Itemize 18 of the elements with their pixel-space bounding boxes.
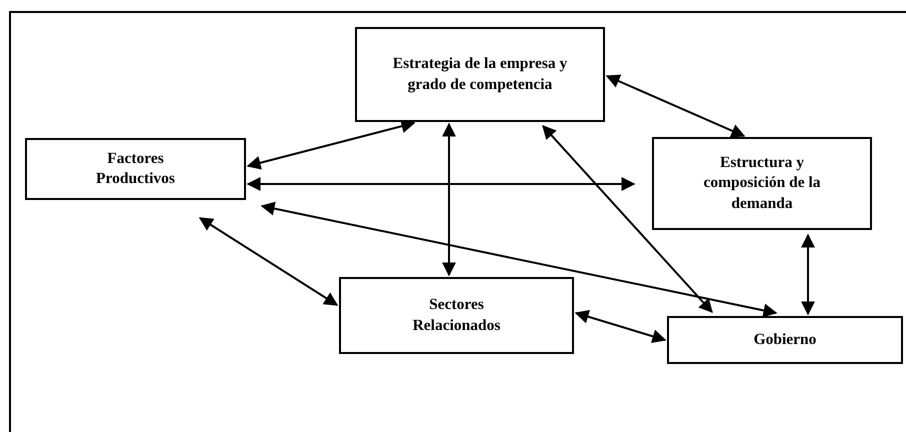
double-arrow [801, 234, 815, 316]
factor-box [339, 277, 574, 354]
factor-box [25, 138, 246, 200]
double-arrow [574, 310, 666, 344]
double-arrow [542, 124, 713, 314]
double-arrow [442, 122, 456, 276]
box-label: Sectores Relacionados [412, 295, 502, 336]
double-arrow [606, 74, 746, 138]
factor-box [652, 137, 872, 230]
double-arrow [246, 177, 636, 191]
double-arrow [198, 217, 338, 306]
factor-box [355, 27, 605, 122]
box-label: Estructura y composición de la demanda [702, 153, 822, 214]
box-label: Gobierno [754, 330, 816, 350]
box-label: Factores Productivos [95, 148, 176, 189]
double-arrow [260, 202, 778, 318]
factor-box [667, 316, 903, 364]
box-label: Estrategia de la empresa y grado de competencia [392, 54, 568, 94]
